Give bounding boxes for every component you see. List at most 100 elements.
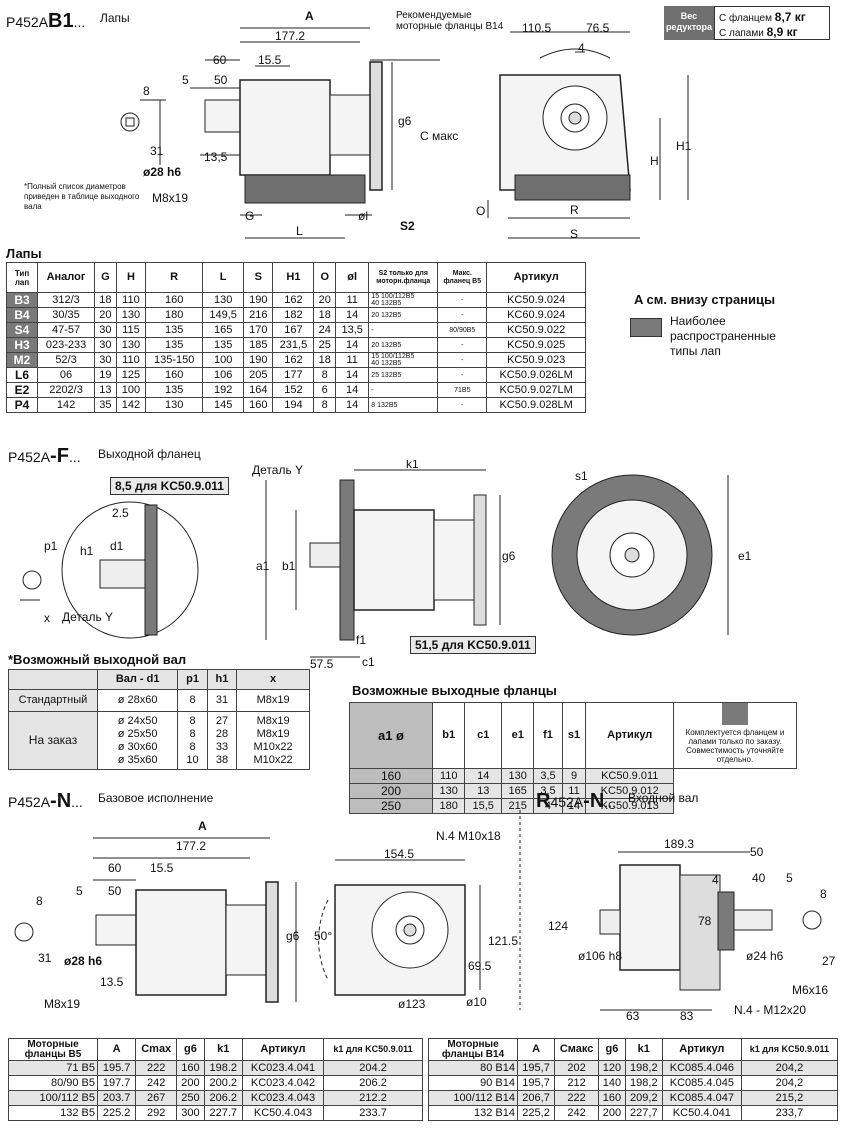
motor_b14-cell: 132 B14 <box>428 1105 518 1121</box>
shaft-header-x: x <box>236 669 310 690</box>
b5-header-k1-alt: k1 для KC50.9.011 <box>323 1038 423 1061</box>
flange-cell-art: KC50.9.012 <box>585 783 674 799</box>
dim-cmax: C макс <box>420 129 458 143</box>
variant-suffix: ... <box>73 14 86 30</box>
dim-8: 8 <box>143 84 150 98</box>
dim-g6: g6 <box>398 114 412 128</box>
motor_b5-cell: KC023.4.042 <box>241 1075 325 1091</box>
dim-shaft-dia: ø28 h6 <box>143 165 181 179</box>
footnote: *Полный список диаметров приведен в табл… <box>24 182 140 211</box>
n-variant: -N <box>50 790 72 812</box>
feet-cell-h: 130 <box>115 337 147 353</box>
dim-p1: p1 <box>44 539 58 553</box>
flange-cell-s1: 11 <box>561 783 587 799</box>
n-dim-31: 31 <box>38 951 52 965</box>
r-dim-n4m12: N.4 - M12x20 <box>734 1003 806 1017</box>
feet-cell-o: 6 <box>313 382 337 398</box>
feet-header-h: H <box>115 262 147 293</box>
motor_b5-cell: 204.2 <box>323 1060 423 1076</box>
motor_b5-cell: 203.7 <box>96 1090 137 1106</box>
dim-60: 60 <box>213 53 227 67</box>
flange-cell-a1: 250 <box>349 798 433 814</box>
motor_b14-cell: 195,7 <box>516 1075 556 1091</box>
b14-header-k1-alt: k1 для KC50.9.011 <box>740 1038 839 1061</box>
n-model: P452A <box>8 794 51 810</box>
dim-50: 50 <box>214 73 228 87</box>
motor-b5-table: Моторные фланцы B5 A Cmax g6 k1 Артикул … <box>8 1038 423 1121</box>
feet-cell-s2: - <box>368 382 439 398</box>
feet-table: Тип лап Аналог G H R L S H1 O øl S2 толь… <box>6 262 586 413</box>
shaft-order-value: 8 <box>189 714 196 727</box>
feet-cell-r: 135 <box>145 337 204 353</box>
feet-cell-analog: 30/35 <box>36 307 96 323</box>
feet-cell-art: KC50.9.025 <box>486 337 586 353</box>
feet-cell-h1: 162 <box>272 352 315 368</box>
motor_b5-cell: 227.7 <box>203 1105 243 1121</box>
weight-flange-label: С фланцем <box>719 13 772 24</box>
base-drawing: A 177.2 60 15.5 5 50 8 31 ø28 h6 13.5 M8… <box>14 810 836 1023</box>
shaft-order-value: 8 <box>189 740 196 753</box>
feet-type-code: L6 <box>6 367 38 383</box>
feet-cell-h: 100 <box>115 382 147 398</box>
motor_b5-cell: KC023.4.043 <box>241 1090 325 1106</box>
dim-S2: S2 <box>400 219 415 233</box>
flange-cell-s1: 14 <box>561 798 587 814</box>
dim-x: x <box>44 611 50 625</box>
flange-cell-c1: 13 <box>464 783 503 799</box>
r-dim-27: 27 <box>822 954 836 968</box>
flange-kit-icon <box>722 703 748 725</box>
motor_b5-cell: 200 <box>176 1075 205 1091</box>
feet-cell-b5: 80/90B5 <box>437 322 488 338</box>
r-dim-4: 4 <box>712 873 719 887</box>
dim-155: 15.5 <box>258 53 282 67</box>
r-dim-78: 78 <box>698 914 712 928</box>
feet-type-code: B3 <box>6 292 38 308</box>
fl-header-a1: a1 ø <box>349 702 433 769</box>
dim-m8x19: M8x19 <box>152 191 188 205</box>
section-f-subtitle: Выходной фланец <box>98 447 201 461</box>
feet-cell-o: 18 <box>313 352 337 368</box>
shaft-order-value: ø 24x50 <box>117 714 158 727</box>
shaft-standard-p1: 8 <box>177 689 208 712</box>
n-dim-8: 8 <box>36 894 43 908</box>
flange-cell-c1: 14 <box>464 768 503 784</box>
feet-cell-art: KC50.9.027LM <box>486 382 586 398</box>
motor_b5-cell: 132 B5 <box>8 1105 98 1121</box>
feet-cell-h1: 152 <box>272 382 315 398</box>
feet-cell-l: 145 <box>202 397 245 413</box>
feet-cell-o: 8 <box>313 397 337 413</box>
b5-header-a: A <box>96 1038 137 1061</box>
motor_b14-cell: 209,2 <box>624 1090 663 1106</box>
dim-a1: a1 <box>256 559 270 573</box>
b5-header-art: Артикул <box>241 1038 325 1061</box>
n-dim-177: 177.2 <box>176 839 206 853</box>
feet-cell-s: 216 <box>243 307 274 323</box>
r-dim-63: 63 <box>626 1009 640 1023</box>
weight-box: Вес редуктора С фланцем 8,7 кг С лапами … <box>664 6 830 40</box>
dim-5: 5 <box>182 73 189 87</box>
dim-L: L <box>296 224 303 238</box>
feet-cell-s: 160 <box>243 397 274 413</box>
r-dim-106: ø106 h8 <box>578 949 622 963</box>
flange-drawing: 2.5 p1 h1 d1 x k1 a1 b1 g6 f1 c1 57.5 s1… <box>20 460 752 670</box>
feet-cell-analog: 312/3 <box>36 292 96 308</box>
feet-cell-s: 205 <box>243 367 274 383</box>
b14-header-art: Артикул <box>661 1038 742 1061</box>
feet-cell-l: 14 <box>335 397 370 413</box>
section-n-subtitle: Базовое исполнение <box>98 791 214 805</box>
flange-cell-b1: 110 <box>431 768 466 784</box>
r-variant: -N <box>583 790 605 812</box>
feet-cell-l: 14 <box>335 367 370 383</box>
feet-cell-h: 115 <box>115 322 147 338</box>
flanges-table: a1 ø b1 c1 e1 f1 s1 Артикул Комплектуетс… <box>349 702 797 814</box>
feet-cell-g: 19 <box>94 367 117 383</box>
feet-cell-art: KC60.9.024 <box>486 307 586 323</box>
flange-cell-e1: 130 <box>501 768 535 784</box>
feet-cell-analog: 142 <box>36 397 96 413</box>
